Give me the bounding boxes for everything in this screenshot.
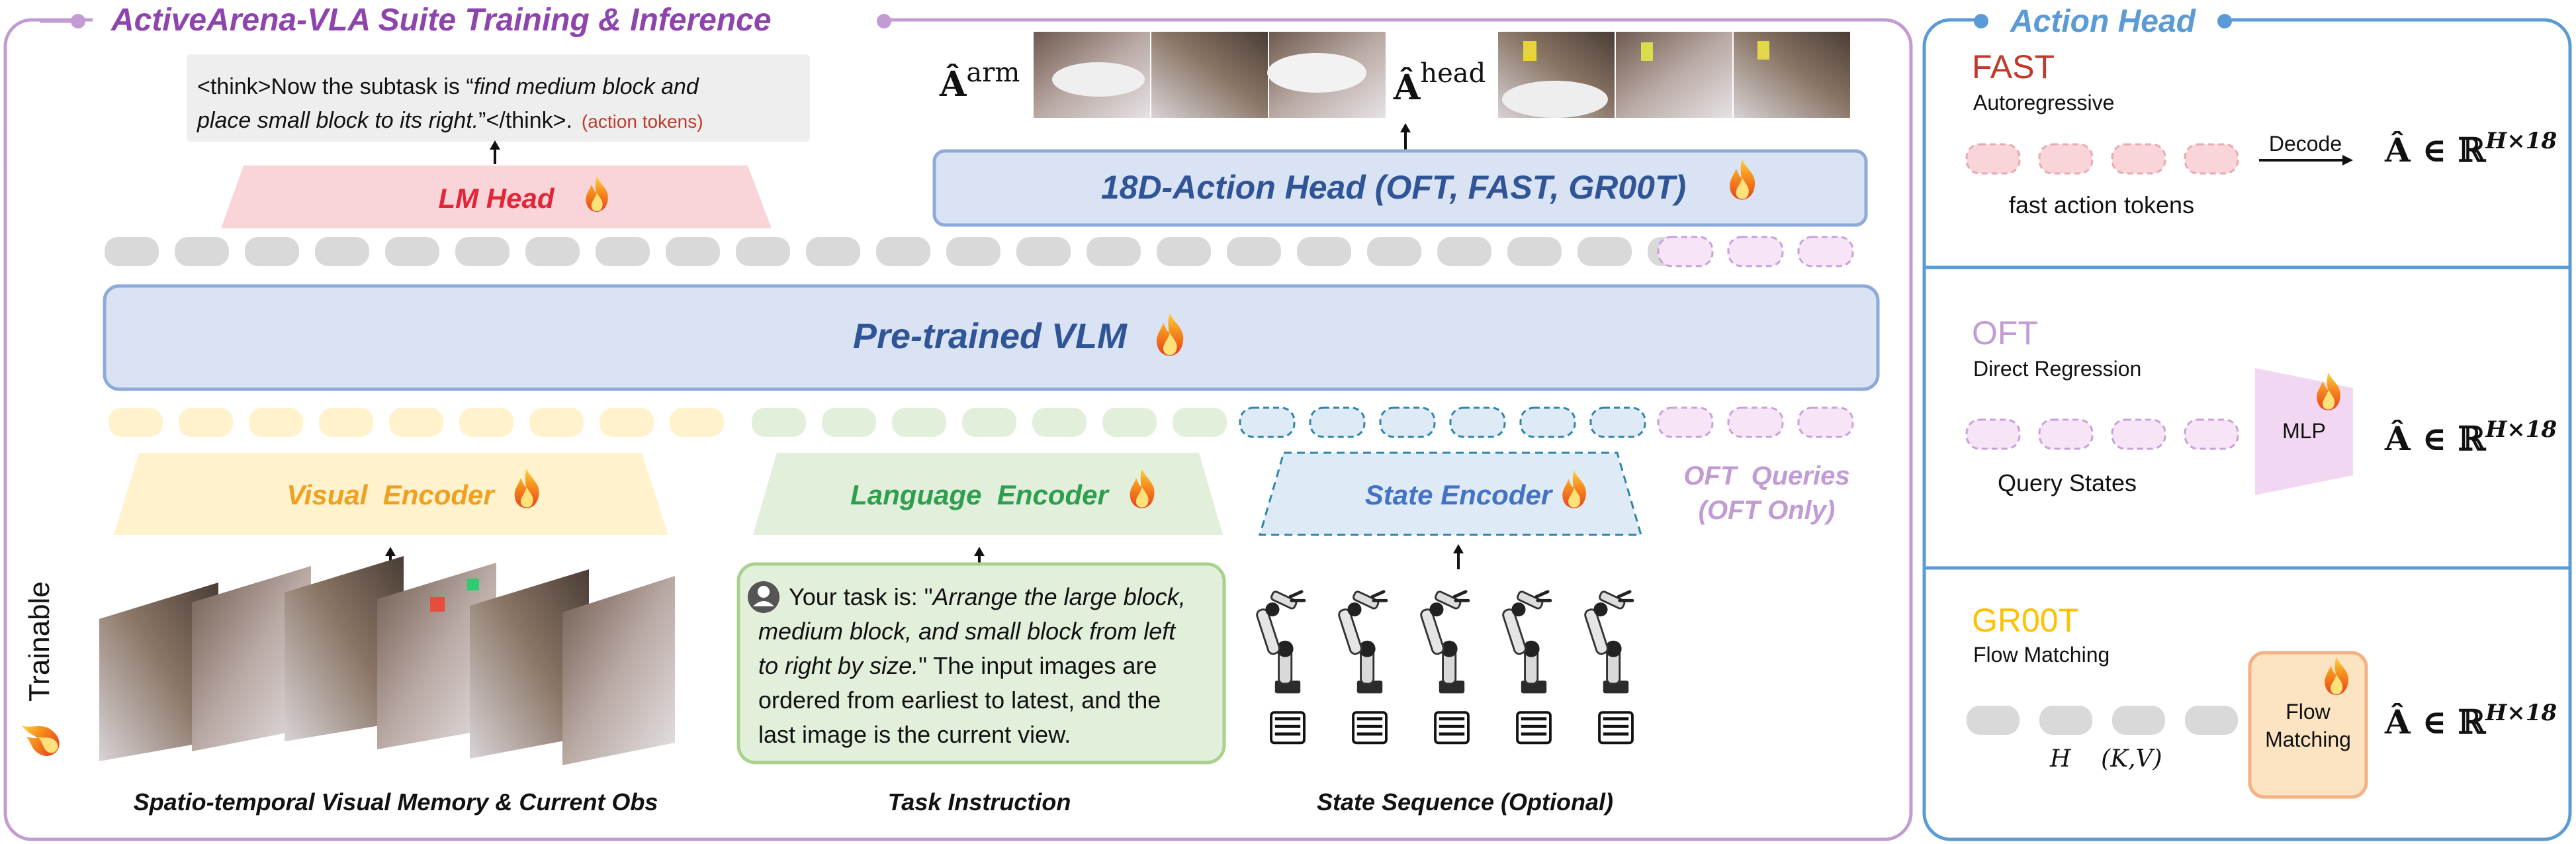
arrowhead-language — [974, 547, 985, 556]
groot-tokens — [1967, 706, 2238, 735]
bottom-token-row — [109, 406, 1854, 438]
fast-name: FAST — [1972, 48, 2055, 85]
flow-matching-box — [2248, 651, 2368, 799]
fast-subtitle: Autoregressive — [1973, 91, 2114, 115]
visual-memory-caption: Spatio-temporal Visual Memory & Current … — [134, 788, 658, 816]
head-images — [1498, 32, 1850, 118]
think-italic-2: place small block to its right. — [197, 108, 478, 133]
groot-output-sup: H×18 — [2485, 700, 2557, 726]
robot-arm-sequence — [1256, 590, 1632, 743]
groot-tokens-label: H (K,V) — [2049, 745, 2162, 773]
vlm-box — [103, 284, 1880, 391]
language-encoder-label: Language Encoder — [850, 479, 1110, 510]
task-line-1: Your task is: "Arrange the large block, — [789, 583, 1186, 610]
flow-matching-label-1: Flow — [2286, 700, 2331, 724]
fast-tokens — [1965, 143, 2239, 175]
main-panel-frame — [3, 18, 1913, 841]
action-head-panel-frame — [1922, 18, 2572, 841]
oft-output: Â ∈ ℝH×18 — [2384, 416, 2557, 458]
think-text-line2: place small block to its right.”</think>… — [197, 108, 703, 133]
action-head-box — [932, 149, 1868, 227]
think-text-line1: <think>Now the subtask is “find medium b… — [197, 74, 699, 99]
trainable-label: Trainable — [23, 581, 56, 702]
task-line3-italic: to right by size. — [758, 652, 918, 679]
arrowhead-state — [1453, 544, 1464, 553]
head-superscript: head — [1420, 58, 1486, 89]
state-encoder-trapezoid — [1259, 451, 1642, 536]
language-encoder-trapezoid — [753, 453, 1223, 535]
ah-title-dot-right — [2217, 14, 2232, 28]
task-line-2: medium block, and small block from left — [758, 618, 1177, 645]
task-instruction-box — [736, 562, 1226, 765]
think-box — [187, 54, 810, 142]
fast-output-sup: H×18 — [2485, 128, 2557, 154]
vlm-label: Pre-trained VLM — [853, 316, 1128, 356]
oft-tokens — [1965, 418, 2239, 450]
action-head-label: 18D-Action Head (OFT, FAST, GR00T) — [1101, 169, 1686, 206]
fast-output: Â ∈ ℝH×18 — [2384, 128, 2557, 169]
action-head-title-bg — [1981, 4, 2226, 41]
task-line1-plain: Your task is: " — [789, 583, 933, 610]
oft-output-sup: H×18 — [2485, 416, 2557, 443]
arm-label: Âarm — [939, 58, 1020, 105]
groot-subtitle: Flow Matching — [1973, 643, 2110, 667]
think-italic-1: find medium block and — [474, 74, 699, 99]
think-prefix: <think>Now the subtask is “ — [197, 74, 474, 99]
lm-head-trapezoid — [221, 165, 772, 228]
top-token-row — [105, 236, 1854, 267]
main-panel-title: ActiveArena-VLA Suite Training & Inferen… — [111, 3, 772, 38]
user-avatar-body — [753, 601, 774, 606]
task-line-4: ordered from earliest to latest, and the — [758, 686, 1161, 714]
arm-superscript: arm — [966, 58, 1020, 88]
task-line-3: to right by size." The input images are — [758, 652, 1157, 679]
task-instruction-caption: Task Instruction — [888, 788, 1071, 816]
visual-memory-frames — [99, 556, 675, 765]
fast-tokens-label: fast action tokens — [2009, 191, 2194, 218]
flow-matching-label-2: Matching — [2265, 727, 2351, 751]
title-dot-left — [71, 14, 85, 28]
ah-title-dot-left — [1974, 14, 1988, 28]
groot-name: GR00T — [1972, 602, 2078, 639]
arrowhead-visual — [385, 547, 396, 556]
visual-encoder-trapezoid — [114, 453, 668, 535]
arm-symbol: Â — [939, 64, 967, 105]
head-label: Âhead — [1393, 58, 1486, 108]
lm-head-label: LM Head — [438, 183, 555, 214]
oft-only-label: (OFT Only) — [1699, 496, 1836, 525]
fast-decode-label: Decode — [2269, 132, 2342, 156]
oft-mlp-label: MLP — [2282, 419, 2326, 443]
oft-name: OFT — [1972, 314, 2038, 352]
groot-output-main: Â ∈ ℝ — [2384, 702, 2487, 741]
title-dot-right — [877, 14, 891, 28]
oft-output-main: Â ∈ ℝ — [2384, 419, 2487, 458]
arrowhead-action — [1400, 123, 1411, 132]
action-head-panel-title: Action Head — [2010, 4, 2197, 39]
oft-tokens-label: Query States — [1998, 469, 2137, 496]
fast-decode-arrowhead — [2342, 155, 2353, 165]
visual-encoder-label: Visual Encoder — [287, 479, 496, 510]
fast-output-main: Â ∈ ℝ — [2384, 130, 2487, 169]
oft-queries-label: OFT Queries — [1683, 461, 1849, 491]
state-encoder-label: State Encoder — [1365, 479, 1554, 510]
head-symbol: Â — [1393, 67, 1421, 108]
task-line3-plain: " The input images are — [918, 652, 1157, 679]
think-suffix: ”</think>. — [478, 108, 572, 133]
user-avatar-head — [758, 586, 770, 598]
main-title-bg — [93, 4, 887, 41]
task-line1-italic: Arrange the large block, — [932, 583, 1186, 610]
oft-subtitle: Direct Regression — [1973, 357, 2141, 381]
groot-output: Â ∈ ℝH×18 — [2384, 700, 2557, 741]
task-line-5: last image is the current view. — [758, 721, 1071, 748]
state-sequence-caption: State Sequence (Optional) — [1317, 788, 1613, 816]
oft-mlp-flame-icon — [2317, 372, 2340, 410]
think-tag: (action tokens) — [582, 111, 703, 132]
arrowhead-lm — [490, 140, 500, 150]
trainable-flame-icon — [14, 714, 66, 762]
arm-images — [1034, 32, 1386, 118]
